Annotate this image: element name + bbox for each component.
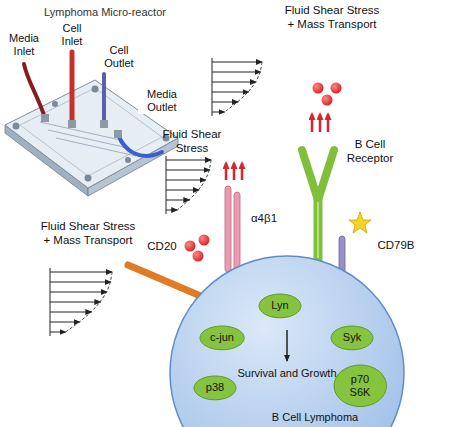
activation-arrows [226, 114, 328, 180]
flow-arrow [166, 190, 199, 191]
port-label: Cell Inlet [52, 22, 92, 48]
velocity-profile [177, 160, 211, 210]
flow-profile [212, 58, 262, 116]
label-holder: Cell Inlet [52, 22, 92, 49]
cd79b-symbol [339, 212, 371, 274]
receptor-label: CD79B [377, 239, 414, 253]
protein-name: c-jun [210, 331, 234, 344]
velocity-profile [225, 62, 263, 112]
flow-label: Fluid Shear Stress [156, 128, 228, 156]
port-label: Media Inlet [2, 32, 46, 58]
flow-arrow [212, 102, 238, 103]
flow-profile [50, 268, 112, 336]
label-holder: B Cell Receptor [341, 138, 399, 166]
cell-circle: Lyn c-jun Syk p38 p70 S6K Survival and Growth… [169, 255, 405, 427]
flow-arrow [50, 302, 100, 303]
flow-arrow [212, 82, 256, 83]
signaling-protein: Syk [330, 325, 374, 351]
receptor-label: B Cell Receptor [341, 138, 399, 166]
soluble-factor-dots [185, 83, 342, 262]
flow-arrow [166, 200, 189, 201]
cd20-symbol [128, 265, 210, 300]
micro-reactor-device [5, 52, 178, 196]
signal-arrow [286, 330, 288, 361]
receptor-label: α4β1 [251, 212, 277, 226]
signaling-protein: c-jun [199, 325, 245, 351]
cell-text-holder: Survival and Growth [237, 363, 336, 381]
receptor-label: CD20 [147, 240, 176, 254]
diagram-title-holder: Lymphoma Micro-reactor [30, 2, 180, 20]
cell-name: B Cell Lymphoma [272, 411, 358, 424]
velocity-profile [66, 272, 113, 332]
flow-profile [166, 156, 211, 214]
flow-arrow [212, 72, 261, 73]
flow-arrow [212, 92, 249, 93]
flow-label: Fluid Shear Stress + Mass Transport [36, 220, 140, 248]
signaling-protein: p70 S6K [333, 364, 388, 408]
protein-name: p70 S6K [345, 373, 375, 399]
diagram-title: Lymphoma Micro-reactor [44, 6, 166, 19]
protein-shape [331, 326, 373, 350]
protein-name: Syk [343, 331, 361, 344]
flow-arrow [50, 282, 111, 283]
label-holder: Fluid Shear Stress + Mass Transport [282, 4, 382, 32]
label-holder: CD79B [372, 235, 420, 253]
flow-arrow [50, 322, 80, 323]
flow-wall [166, 156, 167, 214]
flow-arrow [50, 332, 66, 333]
flow-arrow [166, 210, 177, 211]
flow-label: Fluid Shear Stress + Mass Transport [282, 4, 382, 32]
flow-wall [212, 58, 213, 116]
protein-shape [194, 376, 236, 400]
flow-arrow [212, 112, 225, 113]
label-holder: Fluid Shear Stress [156, 128, 228, 156]
flow-arrow [166, 180, 206, 181]
flow-arrow [166, 160, 211, 161]
label-holder: Media Outlet [138, 88, 186, 115]
protein-shape [200, 326, 244, 350]
cell-text-holder: B Cell Lymphoma [272, 407, 358, 425]
protein-name: Lyn [271, 299, 288, 312]
outcome-text: Survival and Growth [237, 367, 336, 380]
flow-arrow [166, 170, 210, 171]
integrin-symbol [225, 186, 240, 272]
protein-name: p38 [206, 381, 224, 394]
label-holder: Fluid Shear Stress + Mass Transport [36, 220, 140, 248]
cell-membrane [170, 256, 404, 427]
flow-wall [50, 268, 51, 336]
flow-arrow [50, 272, 112, 273]
port-label: Cell Outlet [96, 44, 142, 70]
label-holder: α4β1 [244, 208, 284, 226]
label-holder: CD20 [142, 236, 182, 254]
signaling-protein: Lyn [258, 293, 302, 319]
flow-arrow [50, 312, 91, 313]
protein-shape [259, 294, 301, 318]
b-cell-receptor-symbol [302, 150, 334, 262]
signaling-protein: p38 [193, 375, 237, 401]
flow-arrow [50, 292, 107, 293]
flow-arrow [212, 62, 262, 63]
label-holder: Cell Outlet [96, 44, 142, 71]
port-label: Media Outlet [138, 88, 186, 114]
protein-shape [334, 365, 387, 407]
label-holder: Media Inlet [2, 32, 46, 59]
